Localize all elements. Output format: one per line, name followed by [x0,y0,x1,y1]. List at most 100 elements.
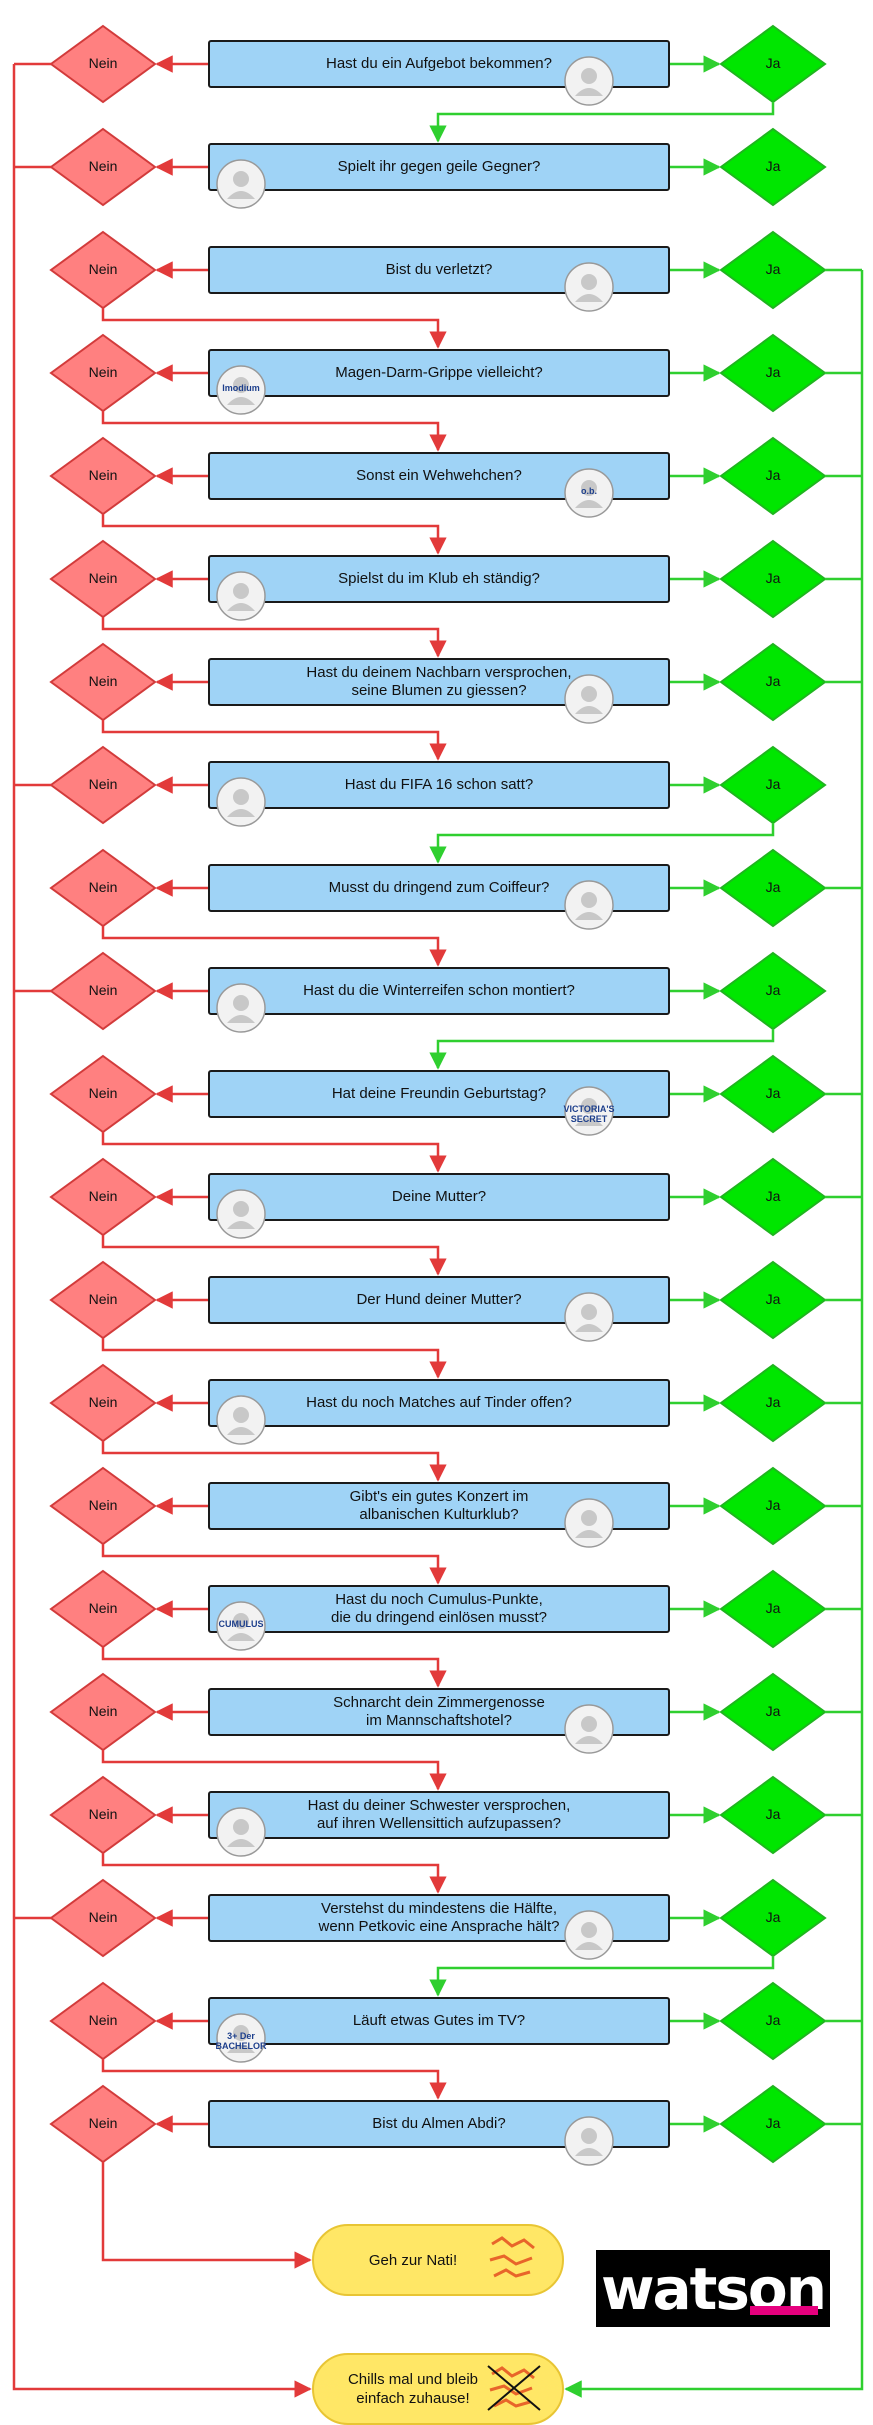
ja-diamond [719,230,827,310]
question-text: Hast du noch Cumulus-Punkte, die du drin… [331,1591,547,1626]
illustration-label: VICTORIA'S SECRET [563,1104,615,1124]
nein-diamond [49,24,157,104]
edge-nein-next [101,617,447,658]
nein-label: Nein [88,158,118,174]
edge-nein-next [101,411,447,452]
question-box: Hast du die Winterreifen schon montiert? [208,967,670,1015]
nein-label: Nein [88,1600,118,1616]
edge-nein-next [101,926,447,967]
ja-diamond [719,848,827,928]
question-text: Spielst du im Klub eh ständig? [338,570,540,587]
question-box: Hast du noch Matches auf Tinder offen? [208,1379,670,1427]
question-text: Hast du deiner Schwester versprochen, au… [307,1797,571,1832]
ja-diamond [719,1672,827,1752]
edge-nein-next [101,2059,447,2100]
end-nati: Geh zur Nati! [312,2224,564,2296]
nein-label: Nein [88,55,118,71]
question-box: Spielt ihr gegen geile Gegner? [208,143,670,191]
question-box: Hast du noch Cumulus-Punkte, die du drin… [208,1585,670,1633]
player-portraits-icon [212,567,270,625]
question-text: Verstehst du mindestens die Hälfte, wenn… [318,1900,560,1935]
question-text: Hast du die Winterreifen schon montiert? [303,982,575,999]
ja-diamond [719,539,827,619]
sleeping-emoji-icon [560,1700,618,1758]
gift-bag-icon: VICTORIA'S SECRET [560,1082,618,1140]
crying-child-icon [560,2112,618,2170]
nein-label: Nein [88,1394,118,1410]
end-nati-label: Geh zur Nati! [368,2251,458,2269]
nein-label: Nein [88,2012,118,2028]
question-text: Bist du Almen Abdi? [372,2115,506,2132]
nein-label: Nein [88,261,118,277]
ja-label: Ja [765,2012,781,2028]
crossed-out-team-logo-icon [487,2365,541,2411]
edge-nein-next [101,720,447,761]
ja-diamond [719,127,827,207]
ja-label: Ja [765,776,781,792]
nein-label: Nein [88,1497,118,1513]
question-text: Magen-Darm-Grippe vielleicht? [335,364,543,381]
ja-label: Ja [765,1909,781,1925]
question-box: Deine Mutter? [208,1173,670,1221]
edge-to-home [12,64,312,2398]
ja-label: Ja [765,673,781,689]
flags-icon [212,155,270,213]
ja-label: Ja [765,2115,781,2131]
ja-label: Ja [765,1600,781,1616]
edge-ja-next [429,823,775,864]
ja-diamond [719,333,827,413]
edge-nein-next [101,308,447,349]
question-box: Hast du FIFA 16 schon satt? [208,761,670,809]
ja-label: Ja [765,364,781,380]
nein-diamond [49,951,157,1031]
sticker-card-icon [560,876,618,934]
ja-label: Ja [765,1188,781,1204]
illustration-label: 3+ Der BACHELOR [215,2031,267,2051]
tv-logo-icon: 3+ Der BACHELOR [212,2009,270,2067]
edge-ja-to-home [564,270,864,2398]
nein-diamond [49,745,157,825]
edge-ja-next [429,102,775,143]
singer-portrait-icon [560,1494,618,1552]
edge-nein-next [101,1338,447,1379]
underwear-icon: CUMULUS [212,1597,270,1655]
nein-label: Nein [88,1188,118,1204]
ja-diamond [719,1363,827,1443]
bird-icon [560,52,618,110]
bones-icon [560,1288,618,1346]
nein-label: Nein [88,570,118,586]
question-text: Deine Mutter? [391,1188,487,1205]
nein-label: Nein [88,1909,118,1925]
edge-ja-next [429,1956,775,1997]
nein-label: Nein [88,982,118,998]
parrot-icon [560,670,618,728]
ja-diamond [719,1054,827,1134]
illustration-label: o.b. [581,486,597,496]
ja-label: Ja [765,1806,781,1822]
nein-label: Nein [88,673,118,689]
ja-label: Ja [765,1394,781,1410]
edge-to-nati [101,2162,312,2269]
question-box: Läuft etwas Gutes im TV? [208,1997,670,2045]
question-text: Hast du noch Matches auf Tinder offen? [306,1394,572,1411]
ja-label: Ja [765,879,781,895]
ja-diamond [719,1981,827,2061]
question-box: Hast du deiner Schwester versprochen, au… [208,1791,670,1839]
confused-doodle-icon [560,1906,618,1964]
edge-nein-next [101,1544,447,1585]
ja-label: Ja [765,467,781,483]
question-text: Bist du verletzt? [385,261,493,278]
end-home: Chills mal und bleib einfach zuhause! [312,2353,564,2425]
edge-nein-next [101,1647,447,1688]
question-box: Magen-Darm-Grippe vielleicht? [208,349,670,397]
nein-diamond [49,1878,157,1958]
nein-label: Nein [88,1703,118,1719]
ja-diamond [719,436,827,516]
ja-label: Ja [765,261,781,277]
edge-nein-next [101,1235,447,1276]
nein-label: Nein [88,364,118,380]
medicine-box-icon: Imodium [212,361,270,419]
budgie-icon [212,1803,270,1861]
ja-label: Ja [765,1085,781,1101]
tire-icon [212,979,270,1037]
